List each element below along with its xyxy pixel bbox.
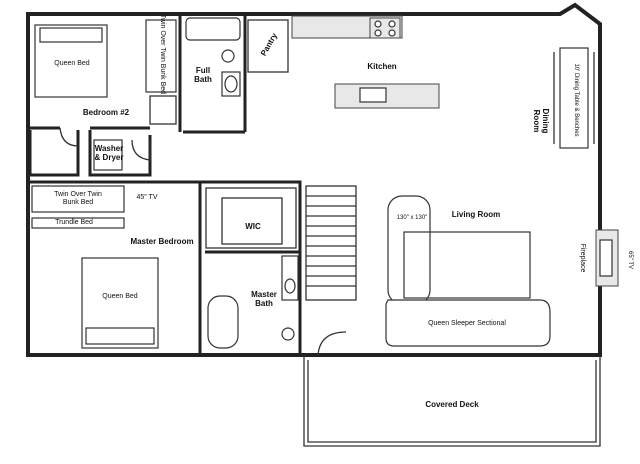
- burner-4: [388, 29, 396, 37]
- rug-label: 130" x 130": [396, 215, 428, 221]
- toilet-full-bath: [221, 49, 235, 63]
- wic-label: WIC: [245, 222, 261, 231]
- wic-shelves: [205, 187, 297, 249]
- coffee-table: [403, 231, 531, 299]
- fireplace-label: Fireplace: [579, 243, 586, 273]
- master-bedroom-label: Master Bedroom: [130, 237, 194, 246]
- bathtub-master: [207, 295, 239, 349]
- washer-dryer-label: Washer & Dryer: [94, 144, 124, 162]
- burner-3: [374, 29, 382, 37]
- queen-bed-2-pillows: [85, 327, 155, 345]
- closet-b2: [149, 95, 177, 125]
- deck-outline: [303, 356, 601, 447]
- queen-bed-1-pillows: [39, 27, 103, 43]
- bunk-bed-1: [145, 19, 177, 93]
- kitchen-range: [369, 17, 401, 39]
- bunk-bed-2-label: Twin Over Twin Bunk Bed: [54, 191, 102, 206]
- wic-inner: [221, 197, 283, 245]
- bunk-bed-1-label: Twin Over Twin Bunk Bed: [159, 14, 166, 95]
- kitchen-sink: [359, 87, 387, 103]
- tv-master-label: 45" TV: [136, 194, 158, 201]
- washer-dryer-unit: [93, 139, 123, 171]
- door-swing-deck: [317, 331, 347, 356]
- dining-table: [559, 47, 589, 149]
- sleeper-sectional: [385, 299, 551, 347]
- master-bath-label: Master Bath: [251, 290, 277, 308]
- tv-living-label: 65" TV: [627, 250, 633, 270]
- sectional-label: Queen Sleeper Sectional: [428, 320, 506, 327]
- bunk-bed-2: [31, 185, 125, 213]
- dining-room-label: Dining Room: [532, 108, 550, 134]
- fireplace-box: [599, 239, 613, 277]
- trundle-bed-label: Trundle Bed: [55, 219, 93, 226]
- bedroom2-label: Bedroom #2: [82, 108, 130, 117]
- toilet-master: [281, 327, 295, 341]
- burner-1: [374, 20, 382, 28]
- bathtub-full-bath: [185, 17, 241, 41]
- door-swing-laundry: [131, 139, 151, 161]
- sink-basin-master: [284, 278, 296, 294]
- queen-bed-2-label: Queen Bed: [102, 293, 138, 300]
- kitchen-island: [334, 83, 440, 109]
- deck-rail: [307, 360, 597, 443]
- living-room-label: Living Room: [451, 210, 501, 219]
- trundle-bed: [31, 217, 125, 229]
- queen-bed-1-label: Queen Bed: [54, 60, 90, 67]
- kitchen-label: Kitchen: [367, 62, 397, 71]
- covered-deck-label: Covered Deck: [425, 400, 479, 409]
- full-bath-label: Full Bath: [194, 66, 212, 84]
- sink-basin-full-bath: [224, 75, 238, 93]
- dining-table-label: 10' Dining Table & Benches: [573, 63, 579, 137]
- staircase: [305, 185, 357, 301]
- door-swing-b2: [59, 127, 79, 147]
- burner-2: [388, 20, 396, 28]
- pantry-walls: [247, 19, 289, 73]
- exterior-wall: [26, 2, 602, 357]
- area-rug: [387, 195, 431, 305]
